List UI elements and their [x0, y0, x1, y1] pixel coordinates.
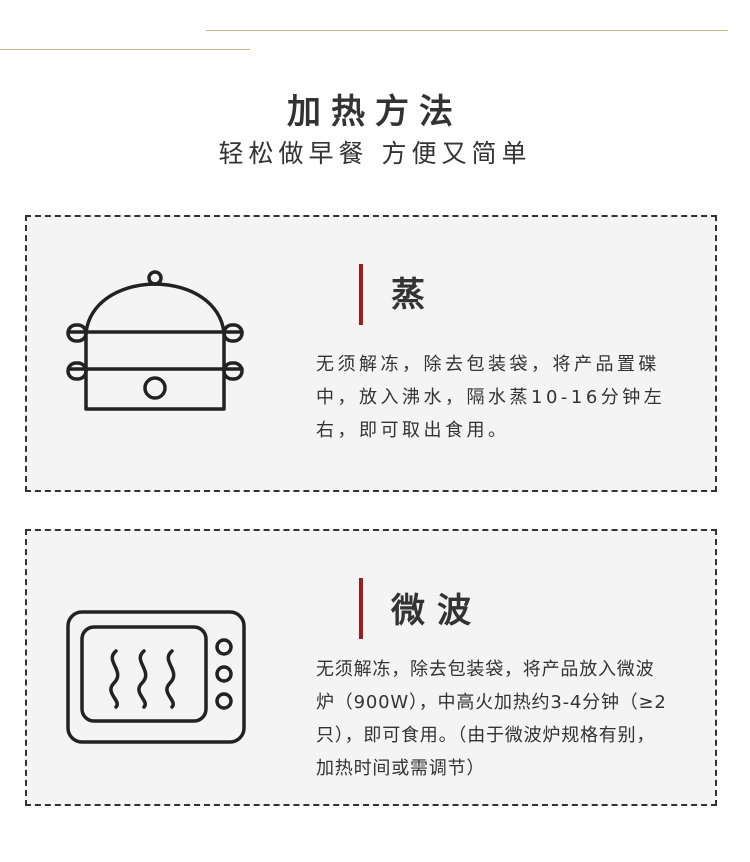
accent-bar	[359, 578, 363, 639]
accent-bar	[359, 264, 363, 325]
method-card-microwave: 微波 无须解冻，除去包装袋，将产品放入微波 炉（900W），中高火加热约3-4分…	[25, 529, 717, 806]
microwave-icon	[66, 610, 246, 744]
method-title-microwave: 微波	[391, 591, 483, 631]
top-divider-left	[0, 49, 250, 50]
description-line: 加热时间或需调节）	[316, 758, 486, 779]
method-title-steam: 蒸	[391, 275, 437, 315]
description-line: 只），即可食用。（由于微波炉规格有别，	[316, 725, 656, 746]
method-card-steam: 蒸 无须解冻，除去包装袋，将产品置碟 中，放入沸水，隔水蒸10-16分钟左 右，…	[25, 215, 717, 492]
steamer-icon	[66, 270, 244, 411]
description-line: 炉（900W），中高火加热约3-4分钟（≥2	[316, 692, 667, 713]
top-divider-right	[206, 30, 728, 31]
method-description-microwave: 无须解冻，除去包装袋，将产品放入微波 炉（900W），中高火加热约3-4分钟（≥…	[316, 653, 688, 785]
description-line: 无须解冻，除去包装袋，将产品放入微波	[316, 659, 655, 680]
description-line: 中，放入沸水，隔水蒸10-16分钟左	[316, 387, 666, 408]
description-line: 右，即可取出食用。	[316, 420, 510, 441]
page-title: 加热方法	[287, 92, 463, 132]
page-subtitle: 轻松做早餐 方便又简单	[218, 139, 532, 168]
method-description-steam: 无须解冻，除去包装袋，将产品置碟 中，放入沸水，隔水蒸10-16分钟左 右，即可…	[316, 348, 688, 447]
description-line: 无须解冻，除去包装袋，将产品置碟	[316, 354, 660, 375]
